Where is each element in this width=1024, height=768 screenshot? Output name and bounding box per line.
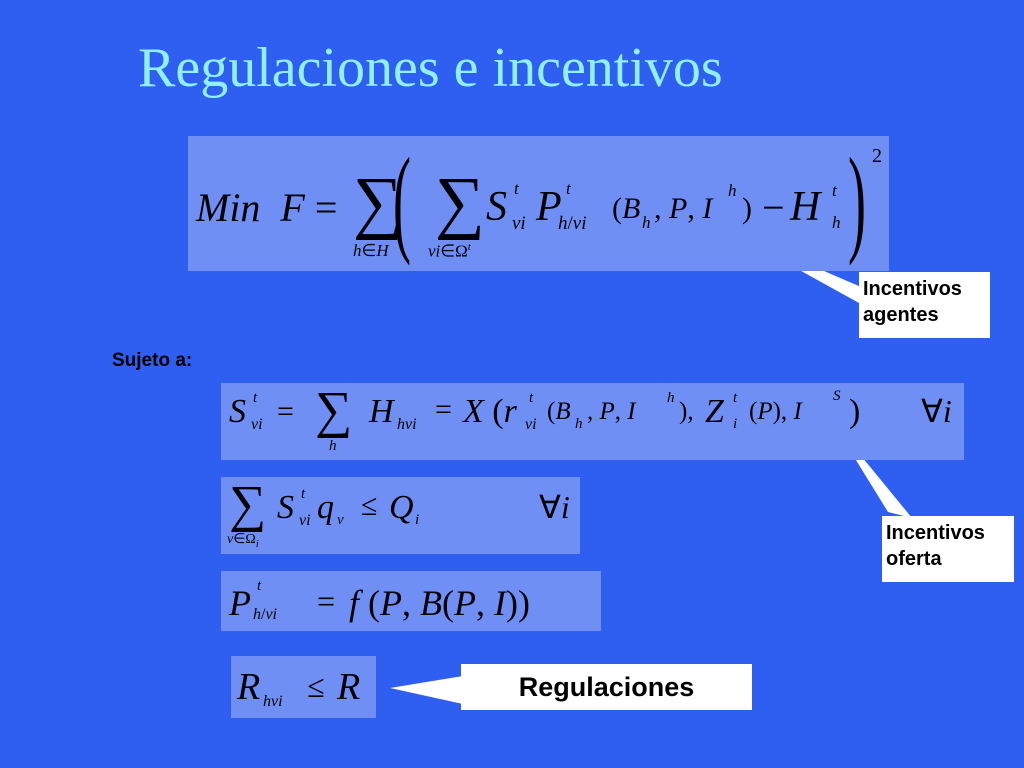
label-agentes-line2: agentes [863,304,939,326]
label-incentivos-agentes: Incentivos agentes [859,272,990,338]
subject-to-label: Sujeto a: [112,350,193,371]
constraint-capacity: ∑ v∈Ωi S t vi q v ≤ Q i ∀i [221,477,580,554]
label-oferta-line2: oferta [886,548,942,570]
label-agentes-line1: Incentivos [863,278,962,300]
constraint-regulation: R hvi ≤ R [231,656,376,718]
constraint-supply: S t vi = ∑ h H hvi = X (r t vi (B h , P,… [221,383,964,460]
objective-formula: Min F = ∑ h∈H ( ∑ vi∈Ωt S t vi P t h/vi … [188,136,889,271]
pointer-regulaciones [390,676,463,704]
label-regulaciones: Regulaciones [461,664,752,710]
slide-title: Regulaciones e incentivos [138,37,723,99]
label-oferta-line1: Incentivos [886,522,985,544]
label-incentivos-oferta: Incentivos oferta [882,516,1014,582]
constraint-price: P t h/vi = f (P, B(P, I)) [221,571,601,631]
